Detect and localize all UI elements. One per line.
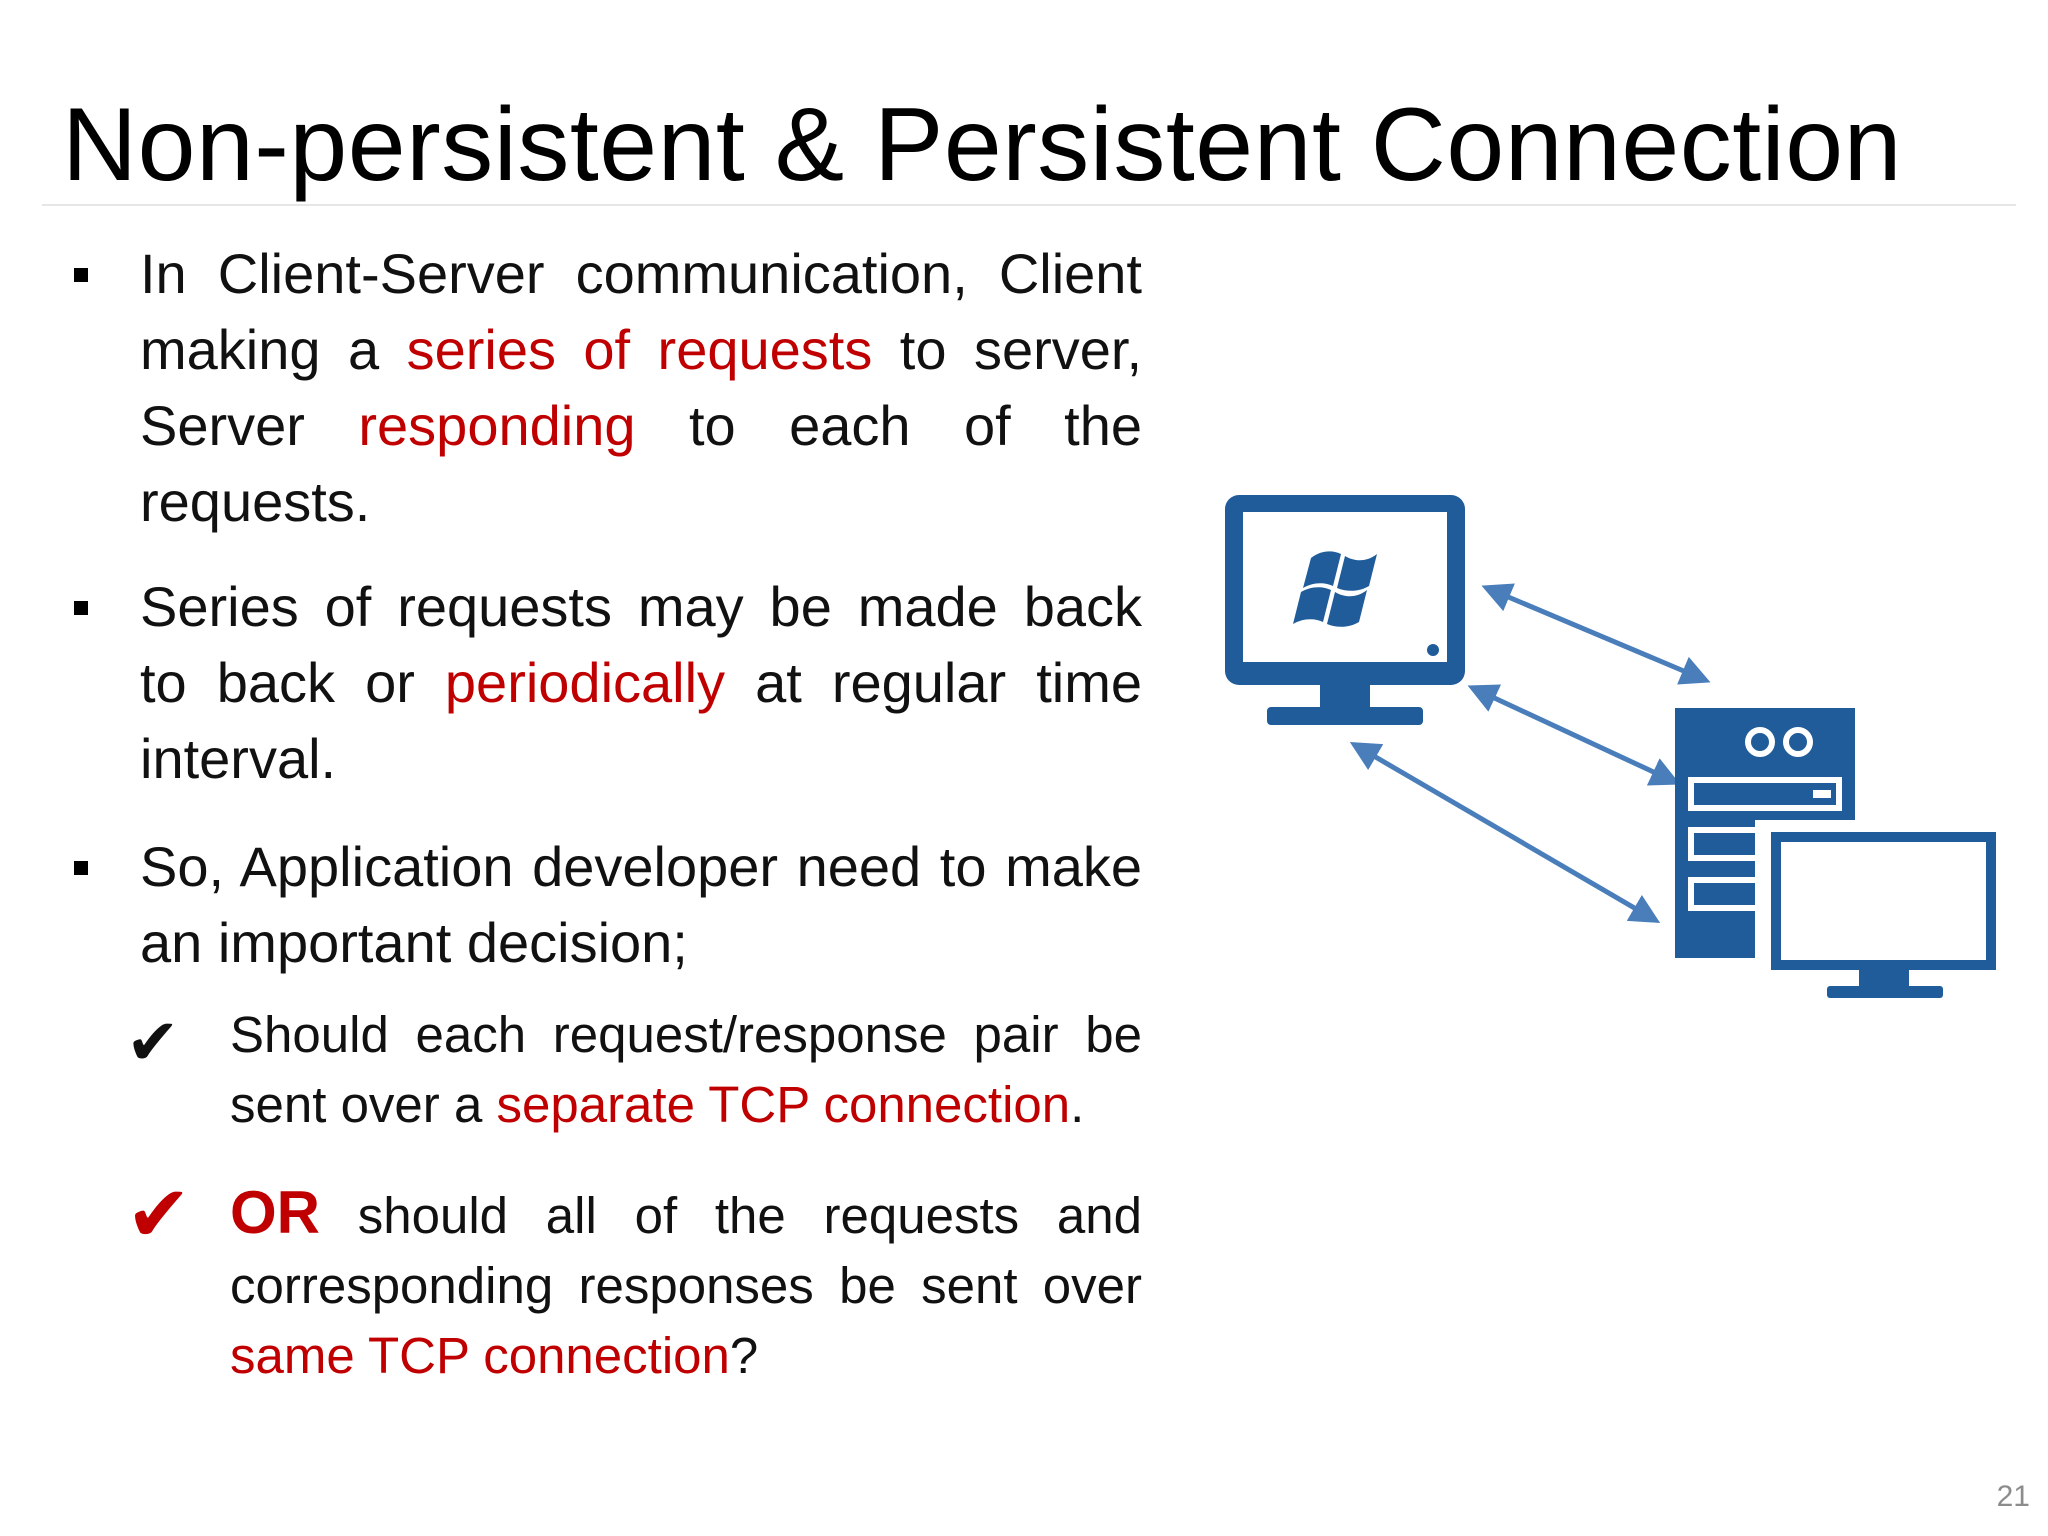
title-divider bbox=[42, 204, 2016, 206]
arrow-3 bbox=[1349, 741, 1661, 924]
highlight-separate-tcp: separate TCP connection bbox=[496, 1076, 1071, 1133]
red-checkmark-icon: ✔ bbox=[126, 1170, 192, 1258]
arrow-2 bbox=[1467, 684, 1681, 786]
or-label: OR bbox=[230, 1179, 320, 1246]
highlight-responding: responding bbox=[358, 394, 636, 457]
bullet-marker bbox=[74, 268, 88, 282]
highlight-series-of-requests: series of requests bbox=[406, 318, 873, 381]
bullet-3-text: So, Application developer need to make a… bbox=[140, 835, 1142, 974]
client-server-diagram bbox=[1225, 495, 2005, 1000]
server-tower-icon bbox=[1675, 708, 2005, 1000]
page-number: 21 bbox=[1996, 1480, 2030, 1513]
check-2-text: OR should all of the requests and corres… bbox=[230, 1179, 1142, 1384]
bullet-2-text: Series of requests may be made back to b… bbox=[140, 575, 1142, 790]
connection-arrows bbox=[1349, 583, 1711, 924]
checkmark-icon: ✔ bbox=[126, 1006, 180, 1078]
windows-logo-icon bbox=[1293, 551, 1377, 627]
slide-title: Non-persistent & Persistent Connection bbox=[62, 87, 1902, 203]
bullet-1-text: In Client-Server communication, Client m… bbox=[140, 242, 1142, 533]
highlight-periodically: periodically bbox=[444, 651, 726, 714]
bullet-marker bbox=[74, 601, 88, 615]
bullet-marker bbox=[74, 861, 88, 875]
arrow-1 bbox=[1481, 583, 1711, 685]
highlight-same-tcp: same TCP connection bbox=[230, 1327, 730, 1384]
check-1-text: Should each request/response pair be sen… bbox=[230, 1006, 1142, 1133]
desktop-computer-icon bbox=[1225, 495, 1465, 725]
